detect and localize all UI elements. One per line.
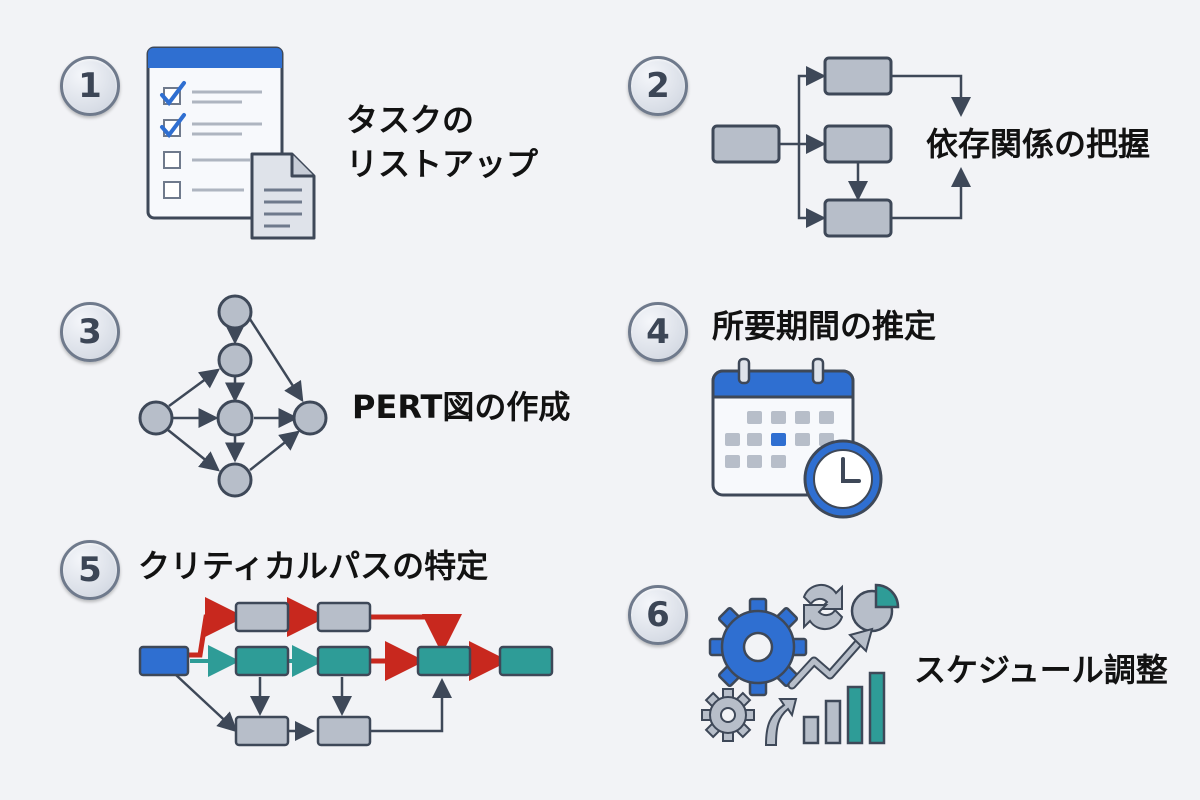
step-5-number: 5 [60,540,120,600]
step-4-label: 所要期間の推定 [712,307,937,345]
document-icon [250,152,316,240]
bar-chart-icon [802,671,886,745]
critical-path-icon [138,597,554,747]
calendar-icon [711,357,883,519]
step-3-label: PERT図の作成 [352,388,571,426]
refresh-icon [802,583,844,631]
step-1-label: タスクの リストアップ [346,101,539,183]
step-2-number: 2 [628,56,688,116]
small-gear-icon [701,688,755,742]
schedule-adjust-icon [701,583,900,746]
pie-chart-icon [850,583,900,633]
step-6-number: 6 [628,585,688,645]
step-5-label: クリティカルパスの特定 [138,547,489,585]
pert-network-icon [138,294,328,498]
checklist-icon [146,46,316,240]
up-arrow-icon [764,698,798,746]
dependency-flow-icon [711,56,971,238]
clock-icon [803,439,883,519]
step-3-number: 3 [60,302,120,362]
step-1-number: 1 [60,56,120,116]
step-4-number: 4 [628,302,688,362]
step-6-label: スケジュール調整 [914,651,1168,689]
step-2-label: 依存関係の把握 [926,125,1151,163]
